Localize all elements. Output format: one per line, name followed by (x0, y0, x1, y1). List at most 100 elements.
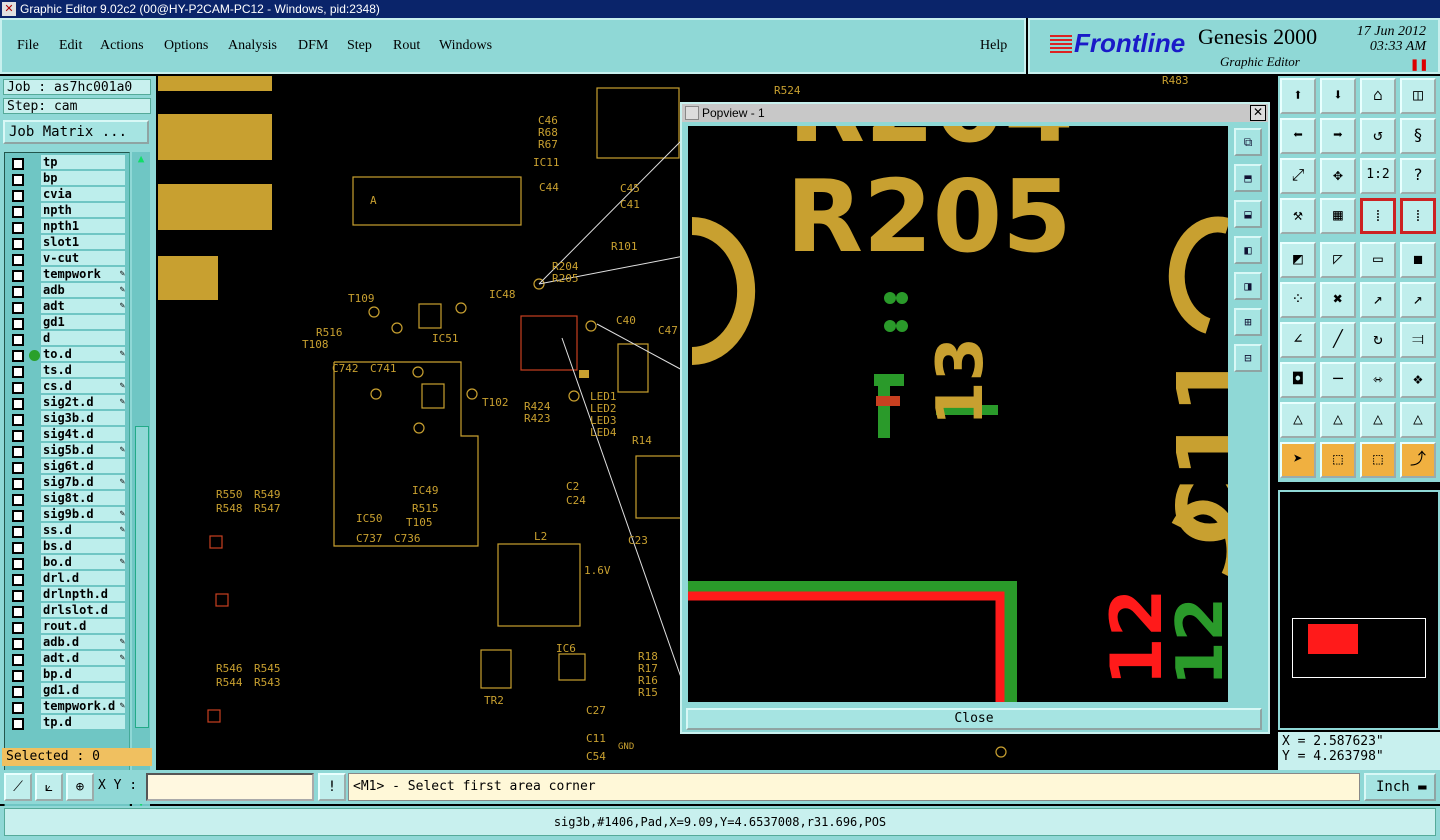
grid-icon[interactable]: ▦ (1320, 198, 1356, 234)
layer-checkbox[interactable] (12, 718, 24, 730)
copy-icon[interactable]: ↗ (1400, 282, 1436, 318)
layer-checkbox[interactable] (12, 542, 24, 554)
layer-row[interactable]: drlslot.d (5, 603, 129, 619)
layer-checkbox[interactable] (12, 334, 24, 346)
layer-row[interactable]: ss.d✎ (5, 523, 129, 539)
layer-checkbox[interactable] (12, 702, 24, 714)
app-icon[interactable]: ✕ (2, 2, 16, 16)
layer-checkbox[interactable] (12, 414, 24, 426)
layer-row[interactable]: bs.d (5, 539, 129, 555)
layer-checkbox[interactable] (12, 270, 24, 282)
layer-name[interactable]: cvia (41, 187, 125, 202)
polygon-a-icon[interactable]: △ (1280, 402, 1316, 438)
popview-zoom-in-icon[interactable]: ⊞ (1234, 308, 1262, 336)
home-icon[interactable]: ⌂ (1360, 78, 1396, 114)
angle-snap-icon[interactable]: ⟀ (35, 773, 63, 801)
connect-icon[interactable]: ⁘ (1280, 282, 1316, 318)
redraw-icon[interactable]: § (1400, 118, 1436, 154)
layer-name[interactable]: npth1 (41, 219, 125, 234)
layer-checkbox[interactable] (12, 430, 24, 442)
layer-name[interactable]: tp.d (41, 715, 125, 730)
layer-row[interactable]: cvia (5, 187, 129, 203)
layer-name[interactable]: bp.d (41, 667, 125, 682)
pads-alt-icon[interactable]: ⁞ (1400, 198, 1436, 234)
layer-checkbox[interactable] (12, 478, 24, 490)
ruler-icon[interactable]: ▭ (1360, 242, 1396, 278)
layer-row[interactable]: ts.d (5, 363, 129, 379)
layer-checkbox[interactable] (12, 206, 24, 218)
surface-icon[interactable]: ◼ (1400, 242, 1436, 278)
layer-name[interactable]: adt.d (41, 651, 125, 666)
layer-checkbox[interactable] (12, 222, 24, 234)
layer-row[interactable]: tp (5, 155, 129, 171)
layer-list-scrollbar[interactable]: ▲ ▼ (132, 152, 150, 810)
help-query-icon[interactable]: ? (1400, 158, 1436, 194)
layer-checkbox[interactable] (12, 174, 24, 186)
menu-step[interactable]: Step (347, 38, 372, 53)
layer-checkbox[interactable] (12, 318, 24, 330)
layer-checkbox[interactable] (12, 350, 24, 362)
layer-row[interactable]: cs.d✎ (5, 379, 129, 395)
add-line-icon[interactable]: ◸ (1320, 242, 1356, 278)
view-indicator[interactable] (1308, 624, 1358, 654)
select-pointer-icon[interactable]: ➤ (1280, 442, 1316, 478)
layer-row[interactable]: adt✎ (5, 299, 129, 315)
view-down-icon[interactable]: ⬇ (1320, 78, 1356, 114)
popview-close-button[interactable]: Close (686, 708, 1262, 730)
layer-row[interactable]: v-cut (5, 251, 129, 267)
menu-dfm[interactable]: DFM (298, 38, 329, 53)
layer-row[interactable]: sig9b.d✎ (5, 507, 129, 523)
group-icon[interactable]: ❖ (1400, 362, 1436, 398)
popview-close-icon[interactable]: ✕ (1250, 105, 1266, 121)
layer-checkbox[interactable] (12, 526, 24, 538)
layer-row[interactable]: sig5b.d✎ (5, 443, 129, 459)
popview-zoom-fit-icon[interactable]: ⧉ (1234, 128, 1262, 156)
scroll-up-icon[interactable]: ▲ (137, 152, 145, 165)
layer-name[interactable]: adb (41, 283, 125, 298)
layer-name[interactable]: tp (41, 155, 125, 170)
layer-checkbox[interactable] (12, 622, 24, 634)
layer-row[interactable]: d (5, 331, 129, 347)
layer-checkbox[interactable] (12, 446, 24, 458)
polygon-b-icon[interactable]: △ (1320, 402, 1356, 438)
delete-icon[interactable]: ✖ (1320, 282, 1356, 318)
layer-checkbox[interactable] (12, 158, 24, 170)
layer-checkbox[interactable] (12, 510, 24, 522)
layer-checkbox[interactable] (12, 190, 24, 202)
layer-name[interactable]: drlnpth.d (41, 587, 125, 602)
layer-name[interactable]: npth (41, 203, 125, 218)
undo-view-icon[interactable]: ↺ (1360, 118, 1396, 154)
layer-row[interactable]: drlnpth.d (5, 587, 129, 603)
layer-checkbox[interactable] (12, 590, 24, 602)
pause-icon[interactable]: ❚❚ (1410, 59, 1429, 71)
layer-row[interactable]: sig7b.d✎ (5, 475, 129, 491)
scroll-thumb[interactable] (135, 426, 149, 728)
layer-row[interactable]: sig4t.d (5, 427, 129, 443)
alert-icon[interactable]: ! (318, 773, 346, 801)
popview-pan-down-icon[interactable]: ⬓ (1234, 200, 1262, 228)
graphics-canvas[interactable]: C46 R68 R67 IC11 C44 C45 C41 R101 R204 R… (156, 76, 1276, 770)
popview-pan-left-icon[interactable]: ◧ (1234, 236, 1262, 264)
layer-checkbox[interactable] (12, 654, 24, 666)
layer-name[interactable]: bs.d (41, 539, 125, 554)
layer-checkbox[interactable] (12, 302, 24, 314)
popview-zoom-out-icon[interactable]: ⊟ (1234, 344, 1262, 372)
menu-file[interactable]: File (17, 38, 39, 53)
window-split-icon[interactable]: ◫ (1400, 78, 1436, 114)
layer-row[interactable]: sig8t.d (5, 491, 129, 507)
layer-row[interactable]: gd1 (5, 315, 129, 331)
layer-checkbox[interactable] (12, 382, 24, 394)
layer-row[interactable]: npth (5, 203, 129, 219)
layer-row[interactable]: tp.d (5, 715, 129, 731)
popview-canvas[interactable]: R204 R205 13 12 12 C11 (688, 126, 1228, 702)
layer-name[interactable]: bo.d (41, 555, 125, 570)
layer-checkbox[interactable] (12, 238, 24, 250)
measure-icon[interactable]: ⇿ (1360, 362, 1396, 398)
layer-name[interactable]: gd1 (41, 315, 125, 330)
layer-checkbox[interactable] (12, 574, 24, 586)
view-up-icon[interactable]: ⬆ (1280, 78, 1316, 114)
polygon-d-icon[interactable]: △ (1400, 402, 1436, 438)
layer-name[interactable]: tempwork.d (41, 699, 125, 714)
layer-name[interactable]: v-cut (41, 251, 125, 266)
snap-icon[interactable]: ⟋ (4, 773, 32, 801)
